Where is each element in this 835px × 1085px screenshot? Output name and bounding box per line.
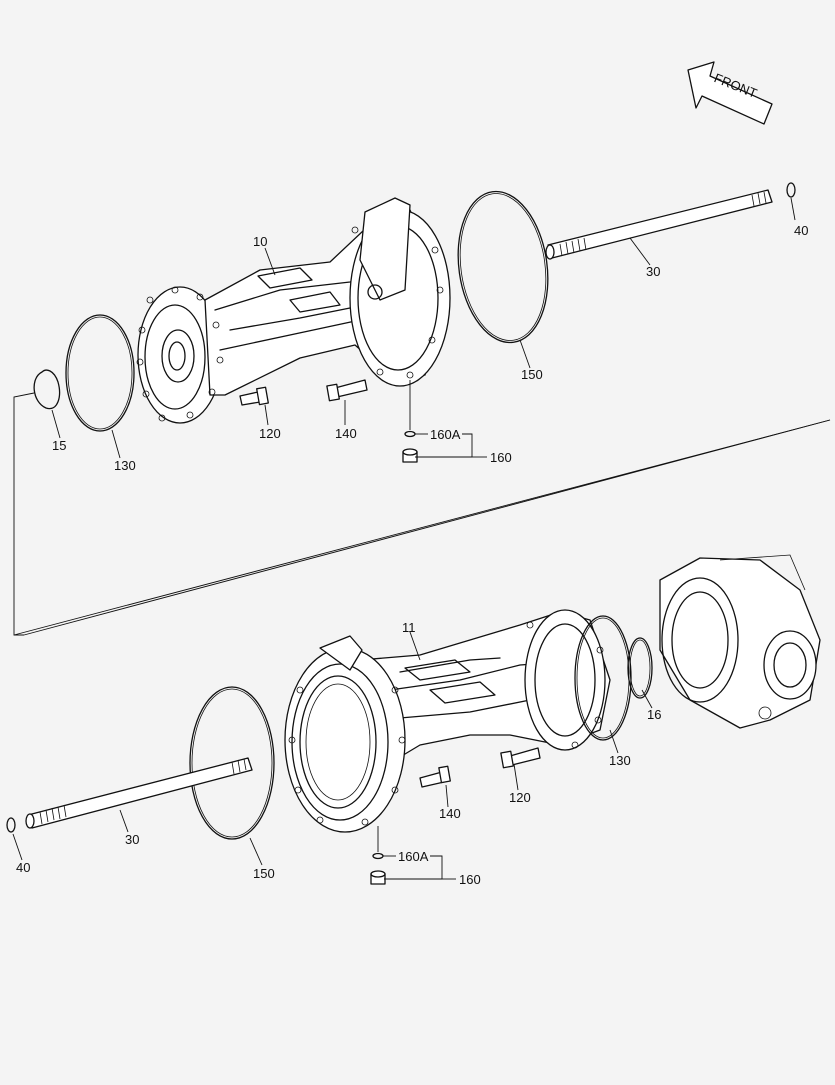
callout-120-bottom: 120 <box>509 790 531 805</box>
callout-120-top: 120 <box>259 426 281 441</box>
o-ring-150-top <box>457 190 549 344</box>
callout-140-bottom: 140 <box>439 806 461 821</box>
washer-160a-bottom <box>372 852 384 860</box>
bolt-120-bottom <box>500 747 541 769</box>
snap-ring-40-bottom <box>6 817 16 833</box>
axle-housing-10 <box>136 197 451 424</box>
callout-30-bottom: 30 <box>125 832 139 847</box>
callout-160a-bottom: 160A <box>398 849 429 864</box>
callout-10: 10 <box>253 234 267 249</box>
washer-160a-top <box>404 430 416 438</box>
o-ring-150-bottom <box>189 686 275 840</box>
callout-labels: 10 30 40 150 130 15 120 140 160A 160 11 … <box>16 223 808 887</box>
callout-130-bottom: 130 <box>609 753 631 768</box>
callout-150-top: 150 <box>521 367 543 382</box>
o-ring-130-top <box>65 314 135 432</box>
differential-housing <box>659 554 821 729</box>
callout-30-top: 30 <box>646 264 660 279</box>
snap-ring-15 <box>33 369 61 410</box>
bolt-140-top <box>326 379 368 402</box>
o-ring-16 <box>627 637 653 699</box>
axle-housing-11 <box>284 609 611 833</box>
callout-160-bottom: 160 <box>459 872 481 887</box>
callout-160a-top: 160A <box>430 427 461 442</box>
front-arrow: FRONT <box>687 61 773 125</box>
callout-15: 15 <box>52 438 66 453</box>
callout-11: 11 <box>402 620 416 635</box>
callout-40-bottom: 40 <box>16 860 30 875</box>
axle-shaft-30-bottom <box>25 757 253 829</box>
callout-40-top: 40 <box>794 223 808 238</box>
plug-160-bottom <box>370 870 386 885</box>
plug-160-top <box>402 448 418 463</box>
bolt-120-top <box>239 386 269 406</box>
callout-160-top: 160 <box>490 450 512 465</box>
callout-16: 16 <box>647 707 661 722</box>
snap-ring-40-top <box>786 182 796 198</box>
assembly-connection-lines <box>13 392 831 636</box>
leader-lines <box>12 197 796 880</box>
callout-140-top: 140 <box>335 426 357 441</box>
bolt-140-bottom <box>419 765 451 788</box>
axle-shaft-30-top <box>545 189 773 260</box>
callout-130-top: 130 <box>114 458 136 473</box>
callout-150-bottom: 150 <box>253 866 275 881</box>
